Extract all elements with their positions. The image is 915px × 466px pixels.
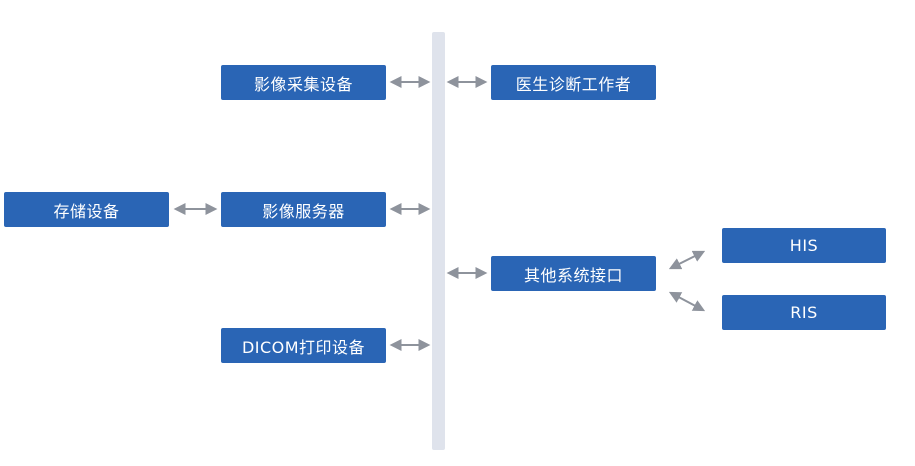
node-dicom-print-label: DICOM打印设备 (241, 337, 366, 357)
node-other-interface: 其他系统接口 (491, 256, 656, 291)
node-his: HIS (722, 228, 886, 263)
node-dicom-print: DICOM打印设备 (221, 328, 386, 363)
node-image-capture: 影像采集设备 (221, 65, 386, 100)
node-image-server: 影像服务器 (221, 192, 386, 227)
node-storage: 存储设备 (4, 192, 169, 227)
node-other-interface-label: 其他系统接口 (523, 265, 623, 285)
node-image-server-label: 影像服务器 (262, 201, 345, 221)
node-doctor-workstation-label: 医生诊断工作者 (515, 74, 632, 94)
node-storage-label: 存储设备 (53, 201, 120, 221)
node-doctor-workstation: 医生诊断工作者 (491, 65, 656, 100)
arrow-other-interface-his (668, 250, 706, 270)
node-ris-label: RIS (790, 303, 818, 322)
node-his-label: HIS (789, 236, 819, 255)
node-ris: RIS (722, 295, 886, 330)
arrow-other-interface-ris (668, 291, 706, 312)
system-bus (432, 32, 445, 450)
node-image-capture-label: 影像采集设备 (253, 74, 353, 94)
